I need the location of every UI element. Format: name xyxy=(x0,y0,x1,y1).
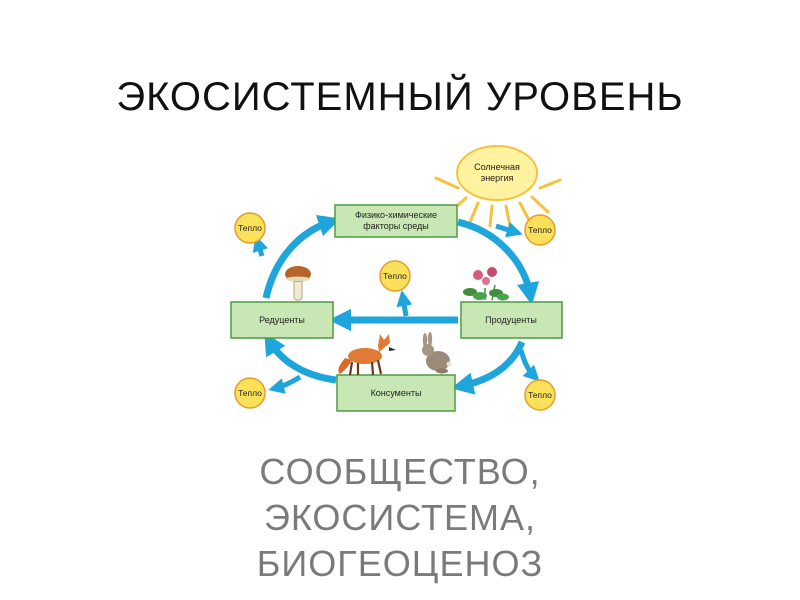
sun-label-line1: Солнечная xyxy=(474,162,520,172)
heat-circle-bottom-right xyxy=(524,379,556,411)
arrow-heat-center xyxy=(396,290,413,317)
heat-circle-top-right xyxy=(524,214,556,246)
arrow-heat-bottom-left xyxy=(268,374,302,394)
heat-label-bottom-right: Тепло xyxy=(528,390,552,400)
arrow-consumers-to-reducers xyxy=(264,332,337,384)
arrow-reducers-to-factors xyxy=(262,214,341,299)
box-factors-line1: Физико-химические xyxy=(355,210,437,220)
arrow-heat-bottom-right xyxy=(518,349,540,382)
box-consumers-label: Консументы xyxy=(371,388,422,398)
heat-label-top-right: Тепло xyxy=(528,225,552,235)
sun-label-line2: энергия xyxy=(481,173,514,183)
box-consumers xyxy=(336,374,456,412)
heat-label-top-left: Тепло xyxy=(238,223,262,233)
subtitle-line-1: СООБЩЕСТВО, xyxy=(259,451,541,492)
heat-label-center: Тепло xyxy=(383,271,407,281)
box-factors xyxy=(334,204,458,238)
arrow-producers-to-consumers xyxy=(451,340,526,395)
fox-icon xyxy=(338,334,396,376)
box-reducers xyxy=(230,301,334,339)
subtitle-line-3: БИОГЕОЦЕНОЗ xyxy=(256,543,544,584)
mushroom-icon xyxy=(285,266,311,301)
heat-label-bottom-left: Тепло xyxy=(238,388,262,398)
arrow-heat-top-right xyxy=(495,221,523,238)
heat-circle-bottom-left xyxy=(234,377,266,409)
box-reducers-label: Редуценты xyxy=(259,315,305,325)
subtitle-line-2: ЭКОСИСТЕМА, xyxy=(263,497,537,538)
arrow-heat-top-left xyxy=(252,235,268,257)
box-producers-label: Продуценты xyxy=(485,315,537,325)
heat-circle-center xyxy=(379,260,411,292)
box-producers xyxy=(460,301,563,339)
sun-icon xyxy=(434,145,562,228)
box-factors-line2: факторы среды xyxy=(363,221,428,231)
slide-title: ЭКОСИСТЕМНЫЙ УРОВЕНЬ xyxy=(116,75,684,119)
arrow-factors-to-producers xyxy=(457,218,540,306)
heat-circle-top-left xyxy=(234,212,266,244)
rabbit-icon xyxy=(422,332,452,374)
clover-plant-icon xyxy=(463,267,509,301)
